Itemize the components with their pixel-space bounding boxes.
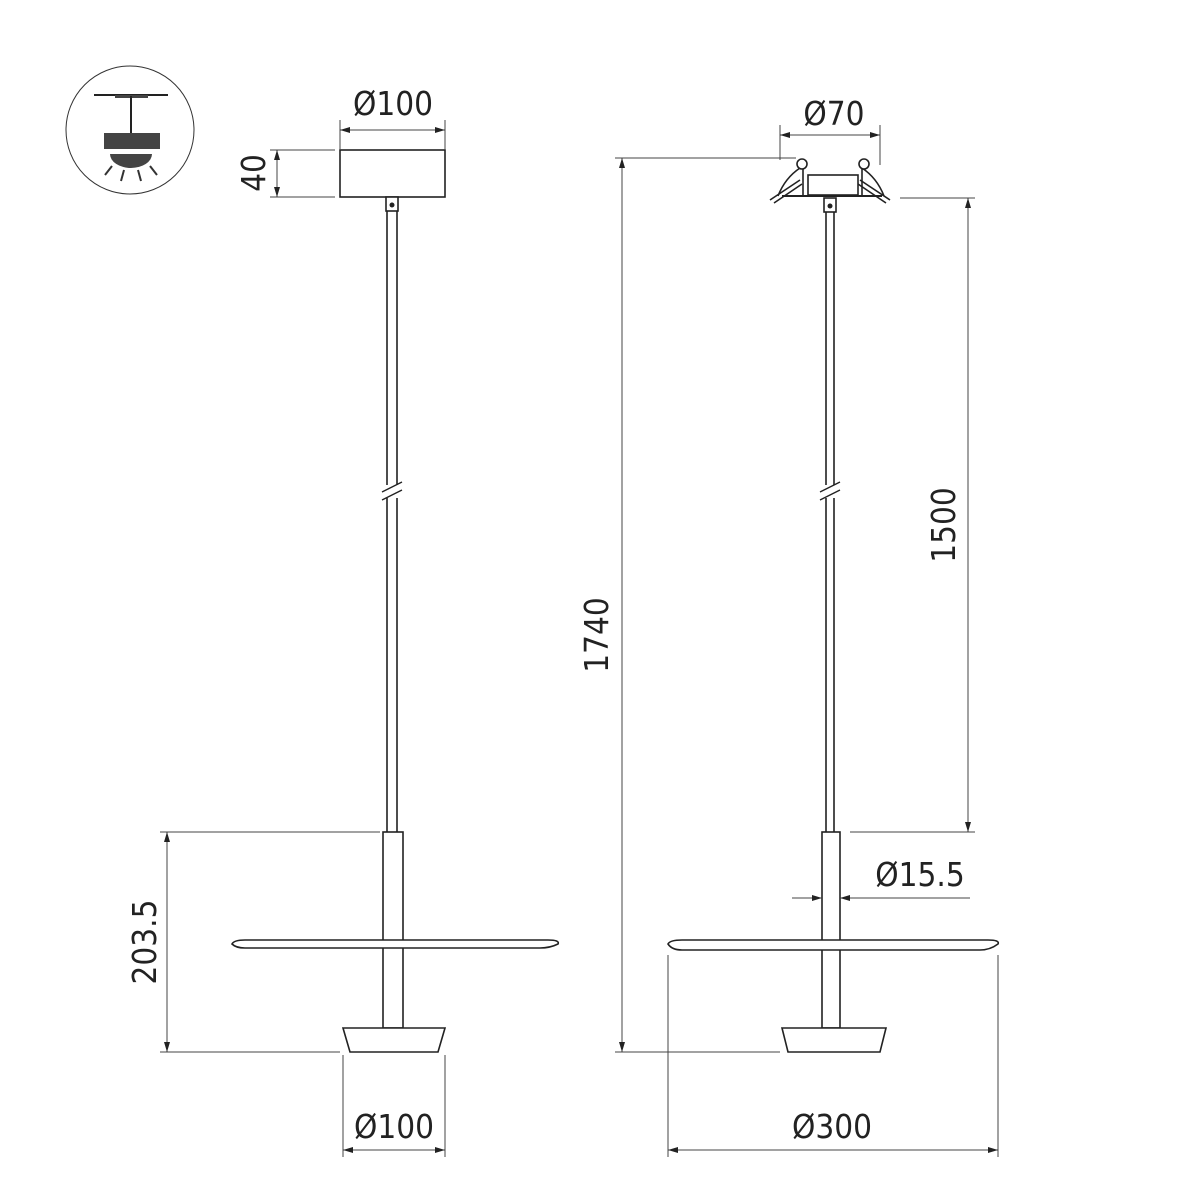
mount-diameter-label: Ø70: [803, 94, 864, 133]
tube: [821, 831, 841, 1029]
recessed-mount-fixture: [667, 158, 1000, 1053]
canopy-height-label: 40: [234, 154, 273, 192]
disc: [231, 939, 560, 949]
surface-mount-fixture: [231, 149, 560, 1053]
break-mark: [819, 481, 841, 501]
cable: [825, 212, 835, 832]
shade-diameter-label: Ø100: [354, 1107, 434, 1146]
cable: [386, 211, 398, 832]
shade: [341, 1027, 447, 1053]
pendant-lamp-icon: [65, 65, 195, 195]
break-mark: [381, 481, 403, 501]
tube: [382, 831, 404, 1029]
disc: [667, 939, 1000, 951]
shade: [780, 1027, 888, 1053]
cable-length-label: 1500: [924, 487, 963, 563]
canopy: [339, 149, 446, 198]
lamp-height-label: 203.5: [125, 900, 164, 985]
disc-diameter-label: Ø300: [792, 1107, 872, 1146]
right-dimensions: Ø70 1740 1500 Ø15.5 Ø300: [577, 94, 999, 1157]
tube-diameter-label: Ø15.5: [875, 855, 964, 894]
total-height-label: 1740: [577, 597, 616, 673]
left-dimensions: Ø100 40 203.5 Ø100: [125, 84, 446, 1157]
canopy-diameter-label: Ø100: [353, 84, 433, 123]
